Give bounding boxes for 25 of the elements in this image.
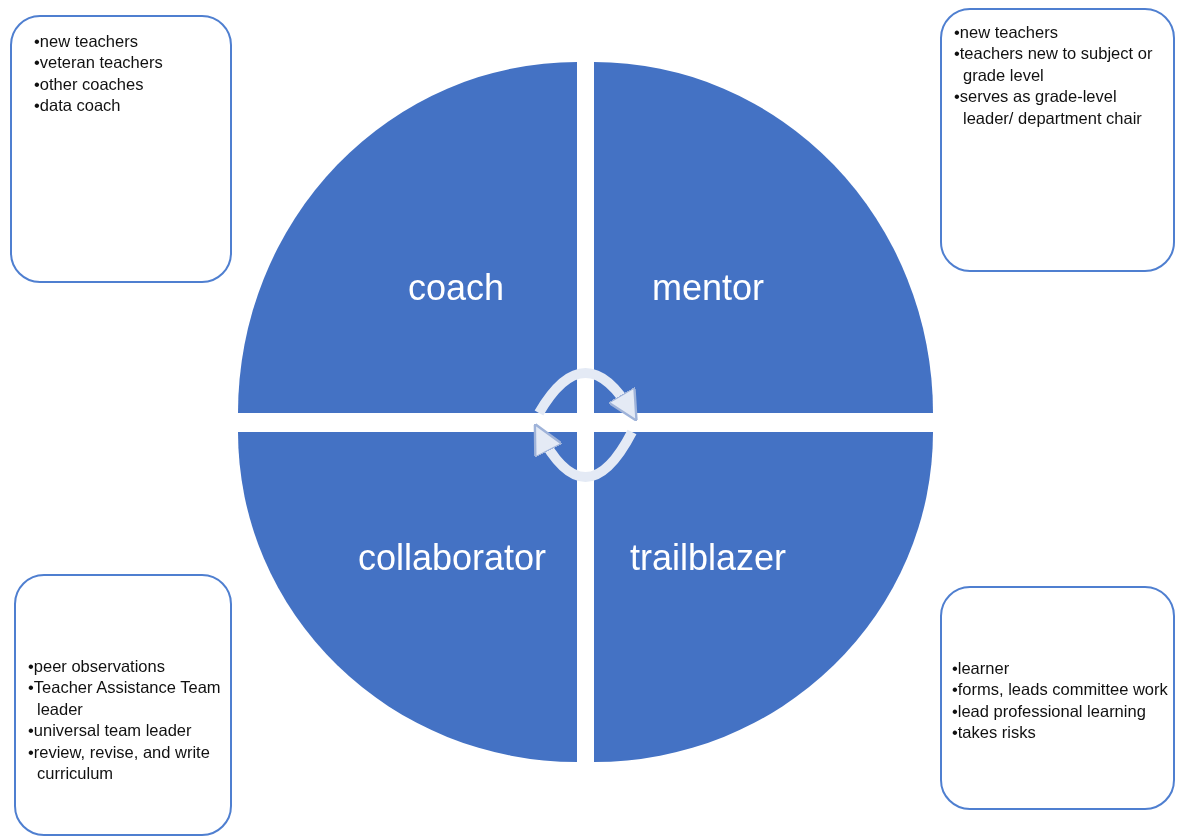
list-item: •universal team leader (28, 720, 193, 742)
quadrant-label: trailblazer (630, 537, 787, 579)
list-item: •Teacher Assistance Team leader (28, 677, 222, 720)
quadrant-label: coach (408, 267, 505, 309)
list-item: •other coaches (34, 73, 145, 95)
list-item: •learner (952, 658, 1011, 679)
rounded-box (940, 8, 1175, 272)
curved-arrow (534, 368, 638, 422)
list-item: •lead professional learning (952, 700, 1147, 722)
rounded-box (10, 15, 232, 283)
list-item: •new teachers (34, 31, 139, 52)
list-item: •new teachers (954, 22, 1059, 43)
list-item: •peer observations (28, 656, 166, 677)
list-item: •teachers new to subject or grade level (954, 43, 1154, 86)
list-item: •forms, leads committee work (952, 679, 1169, 701)
rounded-box (940, 586, 1175, 810)
list-item: •serves as grade-level leader/ department chair (954, 86, 1143, 129)
list-item: •takes risks (952, 722, 1037, 744)
list-item: •veteran teachers (34, 52, 164, 74)
quadrant-label: mentor (652, 267, 765, 309)
quadrant-label: collaborator (358, 537, 547, 579)
list-item: •review, revise, and write curriculum (28, 741, 211, 785)
curved-arrow (533, 422, 637, 482)
rounded-box (14, 574, 232, 836)
list-item: •data coach (34, 95, 122, 117)
